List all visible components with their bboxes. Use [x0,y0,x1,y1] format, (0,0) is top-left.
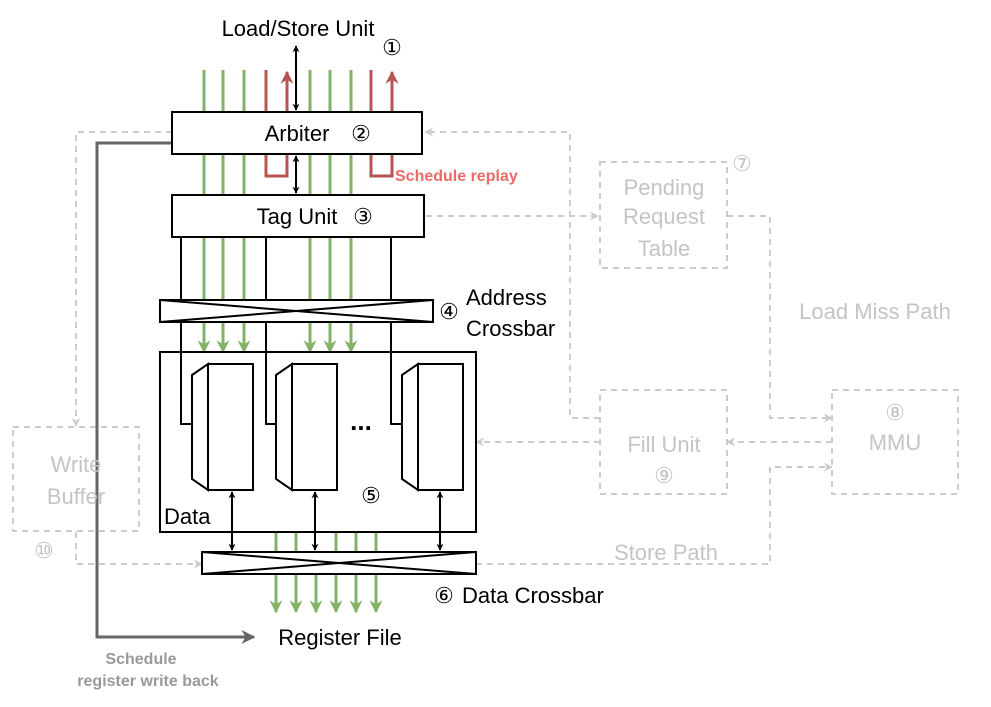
marker-6: ⑥ [434,583,454,608]
mmu-box [831,389,959,495]
bidirectional-arrows [228,45,444,551]
register-file-label: Register File [278,625,401,650]
fill-unit-label: Fill Unit [627,432,700,457]
data-banks [191,362,464,492]
arbiter-label: Arbiter [265,121,330,146]
marker-9: ⑨ [654,463,674,488]
store-path-to-mmu [476,462,833,565]
write-buffer-box [12,426,140,532]
marker-2: ② [351,121,371,146]
data-crossbar-label: Data Crossbar [462,583,604,608]
data-label: Data [164,504,211,529]
store-path-label: Store Path [614,540,718,565]
address-crossbar [159,299,434,323]
green-lanes [202,70,353,300]
mmu-label: MMU [869,430,922,455]
pending-request-table-box [599,161,728,269]
register-write-back-label: register write back [77,673,219,690]
dashed-paths [71,127,833,569]
register-write-back-path [95,141,256,644]
bank-mux-2 [275,362,293,492]
bank-1 [207,363,254,491]
table-label: Table [638,236,691,261]
schedule-replay-label: Schedule replay [395,168,518,185]
replay-paths [264,70,399,178]
arbiter-to-write-buffer-path [71,131,172,427]
address-crossbar-label-2: Crossbar [466,316,555,341]
address-crossbar-label-1: Address [466,285,547,310]
marker-3: ③ [353,204,373,229]
write-buffer-to-crossbar-path [75,532,203,569]
bank-wires [180,237,402,425]
bank-3 [417,363,464,491]
address-crossbar-outputs [197,322,358,354]
bank-ellipsis: ... [350,406,372,436]
arbiter-box [171,111,423,155]
dashed-boxes [12,161,959,532]
buffer-label: Buffer [47,484,105,509]
tag-unit-label: Tag Unit [257,204,338,229]
bank-mux-1 [191,362,209,492]
bank-mux-3 [401,362,419,492]
schedule-label: Schedule [105,651,176,668]
marker-5: ⑤ [361,483,381,508]
tag-unit-box [171,194,425,238]
prt-to-mmu-path [727,215,833,423]
pending-label: Pending [624,175,705,200]
data-array-box [159,351,477,533]
marker-7: ⑦ [732,151,752,176]
labels: Load/Store Unit ① Arbiter ② Schedule rep… [34,16,951,690]
marker-8: ⑧ [885,400,905,425]
request-label: Request [623,204,705,229]
marker-4: ④ [439,299,459,324]
write-label: Write [51,452,102,477]
fill-to-arbiter-path [424,127,600,419]
data-crossbar [201,551,477,575]
load-miss-path-label: Load Miss Path [799,299,951,324]
marker-10: ⑩ [34,538,54,563]
load-store-unit-label: Load/Store Unit [222,16,375,41]
data-crossbar-outputs [269,532,383,614]
fill-unit-box [599,389,728,495]
marker-1: ① [382,35,402,60]
bank-2 [291,363,338,491]
